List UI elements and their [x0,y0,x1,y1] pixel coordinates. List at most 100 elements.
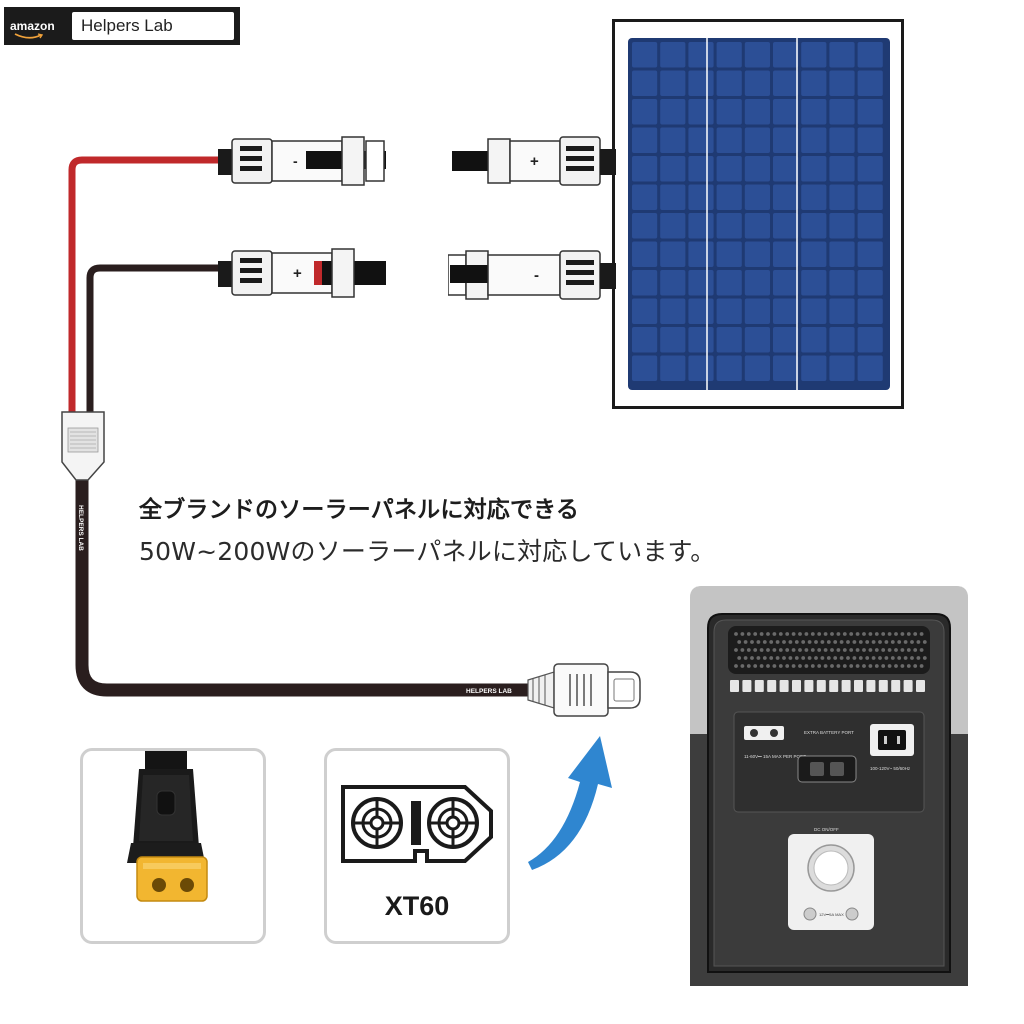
solar-cell [744,99,770,125]
solar-input-ports[interactable] [744,726,784,740]
mc4-minus-symbol: - [293,153,298,169]
solar-cell [660,298,686,324]
amazon-logo: amazon [10,19,68,39]
solar-cell [632,355,658,381]
solar-cell [744,327,770,353]
mc4-minus-symbol: - [534,267,539,284]
solar-cell [716,127,742,153]
solar-cell [801,127,827,153]
caption-title: 全ブランドのソーラーパネルに対応できる [139,497,580,523]
amazon-logo-text: amazon [10,19,55,33]
ac-inlet-port[interactable] [870,724,914,756]
solar-cell [829,42,855,68]
solar-cell [829,298,855,324]
solar-cell [660,127,686,153]
mc4-connector-left-top: - [218,136,386,186]
dc-socket[interactable] [807,844,855,892]
solar-cell [632,184,658,210]
solar-cell [801,156,827,182]
cable-brand-horizontal: HELPERS LAB [466,688,512,695]
solar-cell [801,99,827,125]
store-name: Helpers Lab [81,16,173,35]
solar-cell [773,298,799,324]
solar-cell [857,270,883,296]
solar-cell [773,42,799,68]
xt60-outline-icon [341,785,493,863]
solar-cell [632,241,658,267]
solar-cell [857,213,883,239]
solar-cell [773,156,799,182]
solar-cell [744,298,770,324]
solar-cell [632,70,658,96]
solar-cell [660,270,686,296]
port-label-left: 11-60V⎓ 15A MAX PER PORT [744,754,806,759]
solar-cell [744,213,770,239]
mc4-connector-left-bottom: + [218,248,386,298]
xt60-cable-end [527,663,641,717]
solar-cell [716,270,742,296]
solar-cell [857,355,883,381]
solar-cell [716,213,742,239]
solar-panel [612,19,904,409]
xt60-plug-card [80,748,266,944]
caption: 全ブランドのソーラーパネルに対応できる 50W~200Wのソーラーパネルに対応し… [139,490,715,568]
power-station: 11-60V⎓ 15A MAX PER PORT EXTRA BATTERY P… [690,586,968,986]
solar-cell [829,99,855,125]
black-cable [86,264,218,420]
solar-cell [801,184,827,210]
xt60-label: XT60 [384,891,450,921]
solar-cell [857,99,883,125]
red-cable [68,156,218,420]
solar-cell [773,355,799,381]
solar-cell [660,327,686,353]
solar-cell [632,127,658,153]
solar-cell [660,42,686,68]
vent-fins [730,680,925,692]
main-cable [75,475,530,697]
solar-cell [660,184,686,210]
solar-cell [632,298,658,324]
dc-on-off-label: DC ON/OFF [814,827,839,832]
solar-cell [744,241,770,267]
solar-cell [773,184,799,210]
solar-cell [744,355,770,381]
extra-battery-port[interactable] [797,755,857,783]
solar-cell [857,156,883,182]
solar-cell [801,270,827,296]
dc-out-label: 12V⎓5A MAX [819,912,844,917]
solar-cell [660,241,686,267]
dc-out-ports[interactable] [803,907,859,921]
solar-cell [801,355,827,381]
solar-cells [632,38,883,390]
solar-cell [857,241,883,267]
vent-grille [734,632,927,668]
solar-cell [744,127,770,153]
solar-cell [716,298,742,324]
solar-cell [801,213,827,239]
solar-cell [660,355,686,381]
solar-cell [773,70,799,96]
solar-cell [773,270,799,296]
caption-subtitle: 50W~200Wのソーラーパネルに対応しています。 [139,537,716,566]
curved-arrow-icon [528,736,612,870]
solar-cell [744,70,770,96]
solar-cell [744,270,770,296]
solar-cell [632,156,658,182]
store-name-field[interactable]: Helpers Lab [72,12,234,40]
solar-cell [773,127,799,153]
solar-cell [632,42,658,68]
xt60-pin-right [427,797,479,849]
solar-cell [716,156,742,182]
mc4-connector-right-top: + [452,136,616,186]
solar-cell [801,70,827,96]
solar-cell [632,99,658,125]
xt60-diagram-card: XT60 [324,748,510,944]
solar-cell [829,213,855,239]
solar-cell [744,156,770,182]
solar-cell [829,127,855,153]
solar-cell [744,42,770,68]
solar-cell [632,213,658,239]
solar-cell [716,241,742,267]
port-label-extra: EXTRA BATTERY PORT [804,730,854,735]
port-label-ac: 100-120V~ 50/60Hz [870,766,911,771]
